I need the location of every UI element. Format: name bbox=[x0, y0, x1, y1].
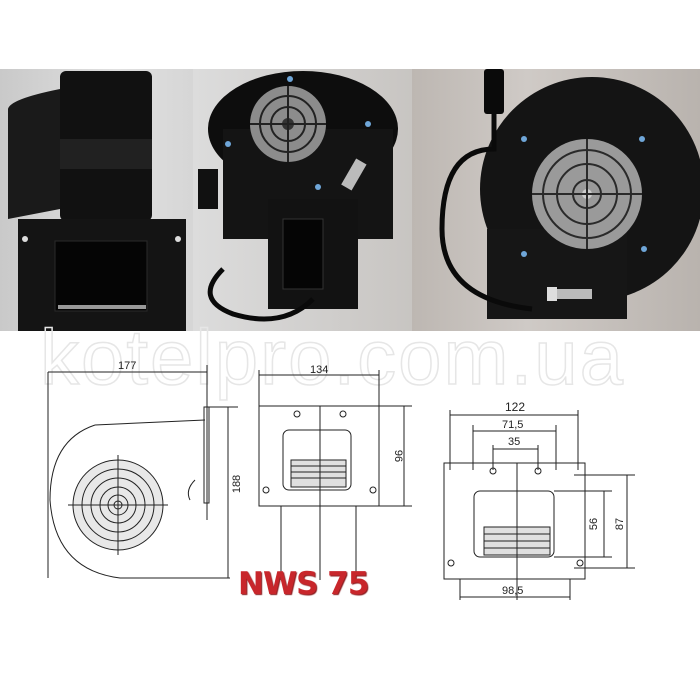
dim-flange-inner-span: 35 bbox=[508, 436, 521, 448]
dim-flange-bottom-span: 98,5 bbox=[502, 585, 524, 597]
dim-flange-opening-height: 56 bbox=[588, 517, 601, 531]
dim-front-width: 134 bbox=[310, 364, 329, 376]
dim-flange-hole-span: 71,5 bbox=[502, 419, 524, 431]
dim-side-width: 177 bbox=[118, 360, 137, 372]
dim-flange-height: 87 bbox=[614, 517, 627, 531]
photo-side-view bbox=[0, 69, 193, 331]
photo-front-view bbox=[412, 69, 700, 331]
photo-angled-view bbox=[193, 69, 412, 331]
watermark: kotelpro.com.ua bbox=[39, 312, 625, 402]
dim-flange-width: 122 bbox=[505, 400, 526, 414]
model-label: NWS 75 bbox=[238, 566, 369, 602]
dim-front-height: 96 bbox=[392, 449, 405, 463]
dim-side-height: 188 bbox=[231, 474, 244, 494]
